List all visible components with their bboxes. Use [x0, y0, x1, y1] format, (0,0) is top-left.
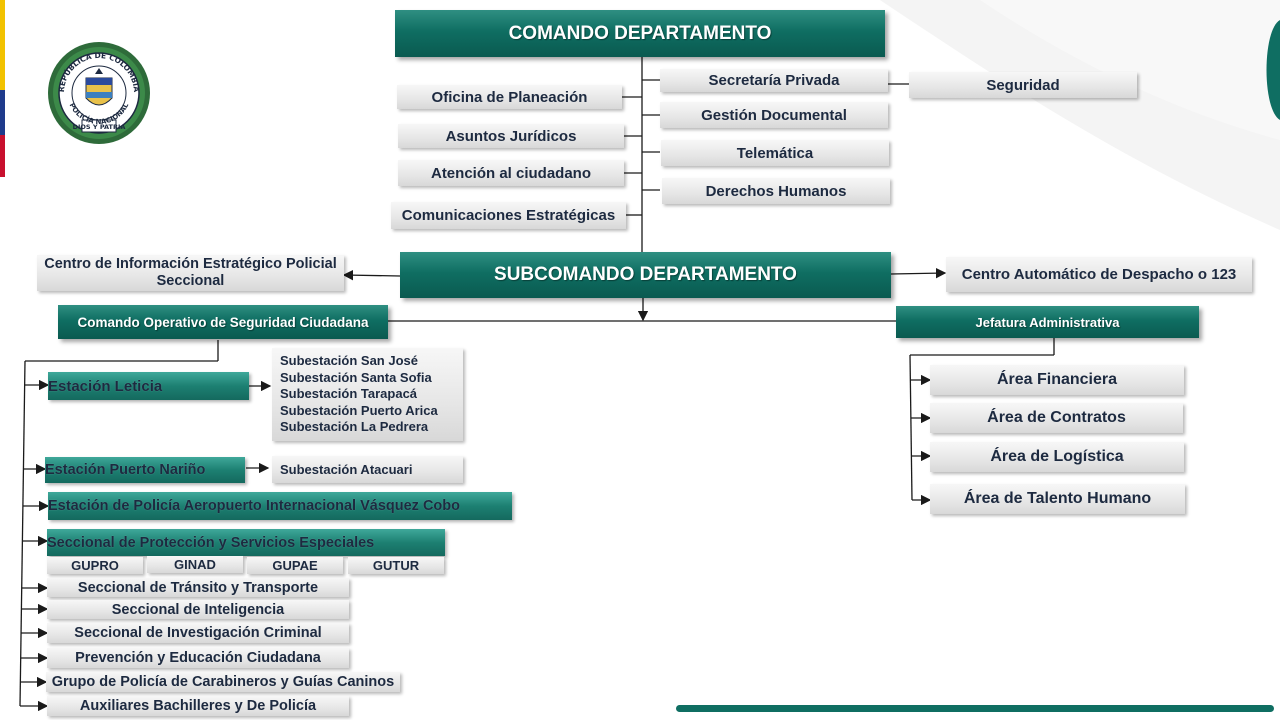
subestacion-item: Subestación Puerto Arica	[280, 402, 438, 418]
subestacion-item: Subestación San José	[280, 353, 418, 369]
centro-despacho-box: Centro Automático de Despacho o 123	[946, 257, 1252, 292]
subcomando-departamento-box: SUBCOMANDO DEPARTAMENTO	[400, 252, 891, 298]
comando-departamento-box: COMANDO DEPARTAMENTO	[395, 10, 885, 57]
flag-strip-red	[0, 135, 5, 177]
office-seguridad: Seguridad	[909, 72, 1137, 98]
office-secretaria-privada: Secretaría Privada	[660, 69, 888, 92]
subestacion-item: Subestación Tarapacá	[280, 386, 418, 402]
cosec-box: Comando Operativo de Seguridad Ciudadana	[58, 305, 388, 339]
office-planeacion: Oficina de Planeación	[397, 85, 622, 109]
office-gestion-documental: Gestión Documental	[660, 102, 888, 128]
office-comunicaciones: Comunicaciones Estratégicas	[391, 202, 626, 229]
background-swoosh-inner	[980, 0, 1280, 140]
centro-informacion-box: Centro de Información Estratégico Polici…	[37, 255, 344, 291]
office-atencion-ciudadano: Atención al ciudadano	[398, 160, 624, 186]
seccional-inteligencia: Seccional de Inteligencia	[47, 600, 349, 619]
leticia-subestaciones-box: Subestación San José Subestación Santa S…	[272, 348, 463, 441]
seal-motto: DIOS Y PATRIA	[73, 123, 126, 131]
grupo-ginad: GINAD	[147, 556, 243, 573]
grupo-carabineros: Grupo de Policía de Carabineros y Guías …	[46, 672, 400, 692]
auxiliares-bachilleres: Auxiliares Bachilleres y De Policía	[47, 696, 349, 716]
seccional-transito: Seccional de Tránsito y Transporte	[47, 578, 349, 597]
grupo-gutur: GUTUR	[348, 557, 444, 574]
prevencion-educacion: Prevención y Educación Ciudadana	[47, 648, 349, 668]
office-telematica: Telemática	[661, 140, 889, 166]
grupo-gupae: GUPAE	[247, 557, 343, 574]
flag-strip-blue	[0, 90, 5, 135]
flag-strip-yellow	[0, 0, 5, 90]
estacion-leticia: Estación Leticia	[48, 372, 249, 400]
seccional-investigacion: Seccional de Investigación Criminal	[47, 623, 349, 643]
seccional-proteccion: Seccional de Protección y Servicios Espe…	[47, 529, 445, 556]
area-logistica: Área de Logística	[930, 442, 1184, 472]
bottom-accent-bar	[676, 705, 1274, 712]
right-edge-accent	[1266, 20, 1280, 120]
jefatura-administrativa-box: Jefatura Administrativa	[896, 306, 1199, 338]
office-asuntos-juridicos: Asuntos Jurídicos	[398, 124, 624, 148]
estacion-aeropuerto: Estación de Policía Aeropuerto Internaci…	[48, 492, 512, 520]
office-derechos-humanos: Derechos Humanos	[662, 178, 890, 204]
grupo-gupro: GUPRO	[47, 557, 143, 574]
police-seal-logo: REPÚBLICA DE COLOMBIA POLICÍA NACIONAL D…	[48, 42, 150, 144]
area-financiera: Área Financiera	[930, 365, 1184, 395]
subestacion-item: Subestación La Pedrera	[280, 419, 429, 435]
area-talento-humano: Área de Talento Humano	[930, 484, 1185, 514]
subestacion-item: Subestación Santa Sofia	[280, 369, 432, 385]
subestacion-atacuari: Subestación Atacuari	[272, 456, 463, 483]
area-contratos: Área de Contratos	[930, 403, 1183, 433]
estacion-puerto-narino: Estación Puerto Nariño	[45, 457, 245, 483]
